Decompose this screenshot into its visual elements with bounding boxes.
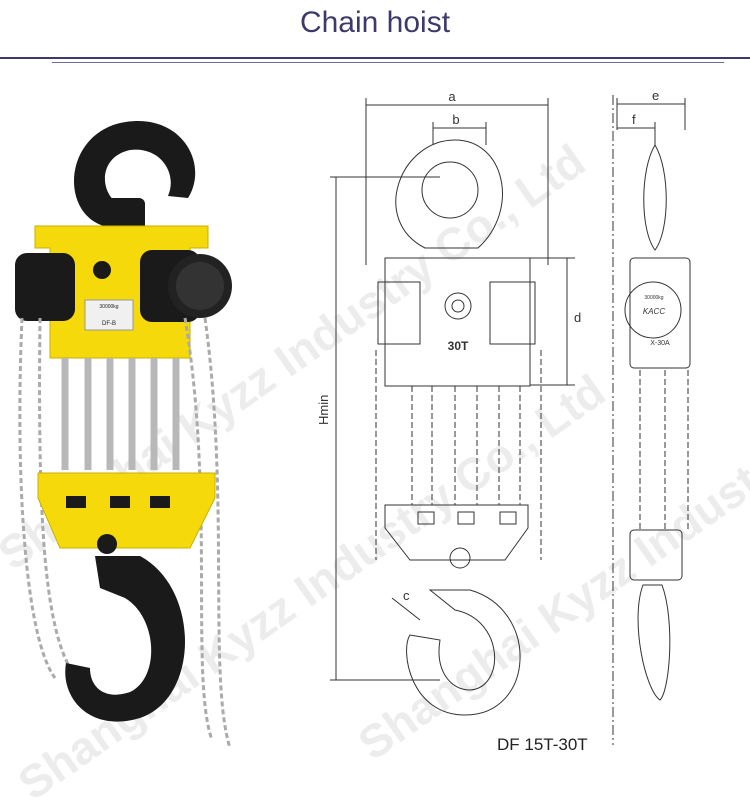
title-underline — [52, 62, 724, 63]
dim-e-label: e — [652, 88, 659, 103]
plate-model: DF-B — [102, 321, 116, 327]
load-chains — [61, 358, 180, 470]
dim-d-label: d — [574, 310, 581, 325]
bottom-hook — [65, 556, 185, 722]
bottom-block — [37, 472, 216, 549]
dim-hmin-label: Hmin — [316, 395, 331, 425]
title-divider — [0, 57, 750, 59]
dim-c-label: c — [403, 588, 410, 603]
plate-capacity: 30000kg — [99, 304, 118, 310]
page-title: Chain hoist — [299, 6, 451, 39]
dim-a-label: a — [448, 89, 456, 104]
side-brand-label: KACC — [643, 307, 665, 316]
side-capacity-label: 30000kg — [644, 295, 663, 301]
hand-chains — [18, 317, 232, 749]
side-model-label: X-30A — [650, 340, 670, 347]
product-photo: 30000kg DF-B — [15, 120, 232, 749]
top-hook — [74, 120, 196, 228]
dim-b-label: b — [452, 112, 459, 127]
model-caption: DF 15T-30T — [497, 735, 588, 754]
body-capacity-label: 30T — [448, 339, 469, 353]
dim-f-label: f — [632, 112, 636, 127]
technical-drawing: a b c d e f Hmin 30T 30000kg KACC X-30A — [316, 88, 691, 745]
